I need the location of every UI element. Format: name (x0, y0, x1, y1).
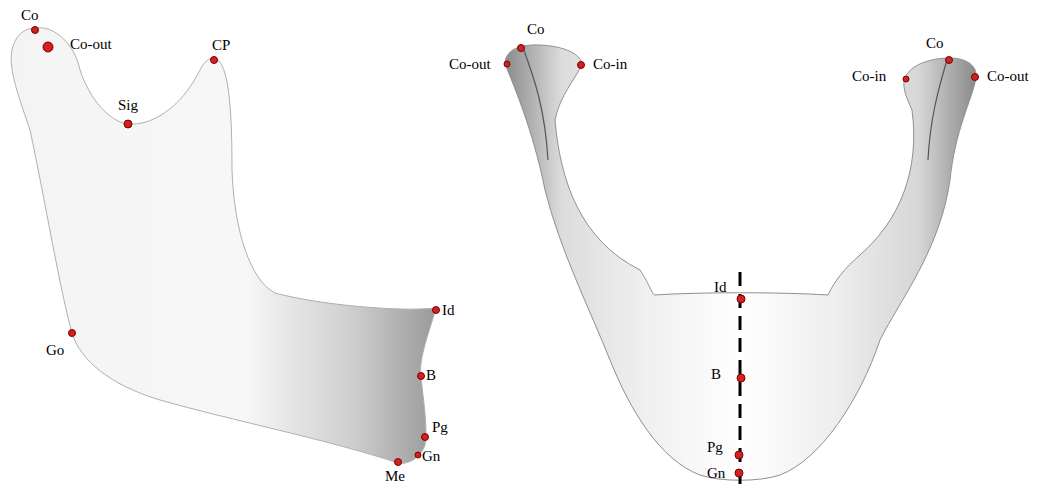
landmark-dot (69, 330, 76, 337)
landmark-dot (418, 373, 425, 380)
shading-line (523, 48, 548, 160)
landmark-dot (422, 434, 429, 441)
landmark-label: CP (212, 38, 230, 53)
landmark-label: Gn (422, 449, 440, 464)
landmark-label: B (711, 367, 721, 382)
landmark-label: Pg (432, 420, 448, 435)
landmark-label: Co-out (70, 37, 112, 52)
landmark-dot (518, 45, 525, 52)
landmark-label: Id (714, 280, 727, 295)
landmark-label: Go (46, 343, 64, 358)
landmark-dot (415, 452, 421, 458)
landmark-label: Sig (118, 98, 138, 113)
landmark-label: Co (527, 22, 545, 37)
landmark-dot (504, 61, 510, 67)
landmark-dot (737, 374, 745, 382)
landmark-label: Co-in (593, 57, 627, 72)
landmark-label: Me (385, 469, 405, 484)
landmark-label: Co (926, 36, 944, 51)
landmark-dots (32, 27, 979, 478)
landmark-label: Co-out (987, 69, 1029, 84)
landmark-label: Co (21, 8, 39, 23)
landmark-dot (124, 120, 132, 128)
landmark-dot (946, 57, 953, 64)
landmark-dot (972, 74, 979, 81)
mandible-lateral (11, 28, 436, 464)
landmark-label: Gn (707, 466, 725, 481)
landmark-label: Id (442, 303, 455, 318)
shading-line (928, 60, 947, 160)
landmark-dot (578, 62, 585, 69)
landmark-dot (735, 451, 743, 459)
landmark-dot (395, 459, 402, 466)
landmark-label: Co-in (852, 69, 886, 84)
landmark-dot (43, 42, 53, 52)
landmark-dot (737, 295, 745, 303)
landmark-dot (903, 76, 909, 82)
landmark-dot (211, 57, 218, 64)
landmark-dot (433, 307, 440, 314)
landmark-dot (735, 469, 743, 477)
landmark-label: Co-out (449, 57, 491, 72)
landmark-dot (32, 27, 39, 34)
landmark-label: Pg (707, 440, 723, 455)
landmark-label: B (426, 368, 436, 383)
